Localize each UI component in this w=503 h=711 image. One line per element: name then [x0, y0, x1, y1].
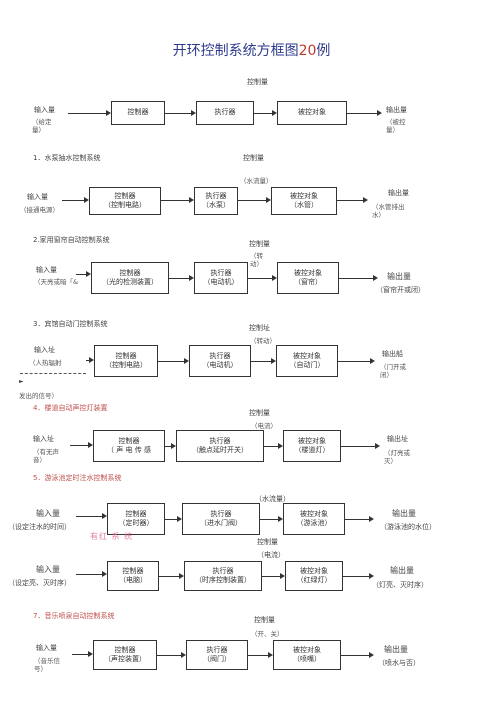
- controller-box: 控制器: [111, 101, 165, 125]
- section-heading: 1．水泵抽水控制系统: [33, 154, 101, 162]
- input-label: 输入量: [34, 106, 55, 114]
- section-heading: 5．游泳池定时注水控制系统: [33, 474, 122, 482]
- section-heading: 2.家用窗帘自动控制系统: [33, 236, 110, 244]
- output-label: 输出量: [388, 189, 409, 197]
- output-sub: （游泳池的水位）: [380, 523, 436, 531]
- input-sub: （给定 量）: [32, 118, 52, 135]
- output-sub: （灯亮、灭时序）: [372, 581, 428, 589]
- output-label: 输出量: [386, 106, 407, 114]
- section-heading: 4．楼道自动声控灯装置: [33, 404, 108, 412]
- actuator-box: 执行器（时序控制装置）: [184, 561, 262, 591]
- control-label: 控制址: [249, 324, 270, 332]
- input-sub: （天亮或暗「&: [34, 278, 79, 286]
- input-label: 输入址: [34, 346, 55, 354]
- output-sub: （门开或 闭）: [380, 363, 406, 380]
- arrow-mark: ►: [19, 378, 24, 385]
- output-label: 输出量: [387, 272, 411, 281]
- plant-box: 被控对象（窗帘）: [277, 262, 339, 294]
- controller-box: 控制器（控制电路）: [94, 345, 158, 377]
- actuator-box: 执行器（触点延时开关）: [176, 430, 264, 462]
- control-label: 控制量: [249, 409, 270, 417]
- actuator-box: 执行器（进水门阀）: [182, 503, 260, 535]
- control-sub: （水流量）: [255, 495, 290, 503]
- input-label: 输入量: [27, 193, 48, 201]
- plant-box: 被控对象（红绿灯）: [285, 561, 343, 591]
- input-extra: 发出的信号）: [19, 392, 58, 400]
- control-sub: （转动）: [250, 337, 276, 345]
- control-sub: （水流量）: [240, 177, 273, 185]
- input-sub: （有无声 音）: [33, 448, 59, 465]
- output-label: 输出址: [387, 435, 408, 443]
- output-label: 输出船: [382, 350, 403, 358]
- input-label: 输入址: [33, 435, 54, 443]
- control-label: 控制量: [254, 616, 275, 624]
- input-sub: （设定注水的时间）: [8, 523, 71, 531]
- output-label: 输出量: [392, 509, 416, 518]
- controller-box: 控制器（电脑）: [107, 561, 159, 591]
- control-sub: （电流）: [251, 422, 277, 430]
- plant-box: 被控对象（游泳池）: [283, 503, 345, 535]
- output-label: 输出量: [390, 566, 414, 575]
- actuator-box: 执行器（电动机）: [189, 345, 251, 377]
- section-heading: 7．音乐喷泉自动控制系统: [33, 612, 115, 620]
- page-title: 开环控制系统方框图20例: [172, 43, 331, 59]
- input-sub: （接通电源）: [20, 206, 59, 214]
- control-sub: （转 动）: [250, 252, 263, 269]
- control-label: 控制量: [247, 78, 268, 86]
- plant-box: 被控对象（喷嘴）: [273, 640, 341, 670]
- actuator-box: 执行器（阀门）: [186, 640, 248, 670]
- control-label: 控制量: [249, 240, 270, 248]
- input-label: 输入量: [36, 565, 60, 574]
- control-label: 控制量: [257, 538, 278, 546]
- input-sub: （设定亮、灭时序）: [8, 579, 71, 587]
- section-heading: 3．宾馆自动门控制系统: [33, 320, 108, 328]
- controller-box: 控制器（光的检测装置）: [91, 262, 169, 294]
- controller-box: 控制器（ 声 电 传 感: [93, 430, 165, 462]
- controller-box: 控制器（声控装置）: [93, 640, 157, 670]
- output-sub: （灯亮或 灭）: [384, 449, 410, 466]
- output-sub: （喷水与否）: [378, 659, 420, 667]
- output-sub: （窗帘开或闭）: [376, 286, 425, 294]
- input-sub: （人热辐射: [29, 359, 62, 367]
- plant-box: 被控对象（水管）: [271, 187, 337, 215]
- output-sub: （被控 量）: [386, 118, 406, 135]
- watermark-text: 有红 系 统: [90, 532, 134, 541]
- actuator-box: 执行器（电动机）: [194, 262, 248, 294]
- controller-box: 控制器（定时器）: [107, 503, 165, 535]
- plant-box: 被控对象（自动门）: [276, 345, 338, 377]
- controller-box: 控制器（控制电路）: [89, 187, 161, 215]
- control-sub: （开、关）: [251, 630, 284, 638]
- control-label: 控制量: [243, 154, 264, 162]
- input-sub: （音乐信 号）: [34, 657, 60, 674]
- output-sub: （水管排出 水）: [372, 203, 405, 220]
- plant-box: 被控对象: [277, 101, 347, 125]
- control-sub: （电流）: [257, 551, 285, 559]
- input-label: 输入量: [36, 644, 57, 652]
- plant-box: 被控对象（楼道灯）: [283, 430, 341, 462]
- input-label: 输入量: [36, 266, 57, 274]
- output-label: 输出量: [384, 645, 408, 654]
- input-label: 输入量: [36, 509, 60, 518]
- actuator-box: 执行器: [196, 101, 254, 125]
- actuator-box: 执行器（水泵）: [194, 187, 238, 215]
